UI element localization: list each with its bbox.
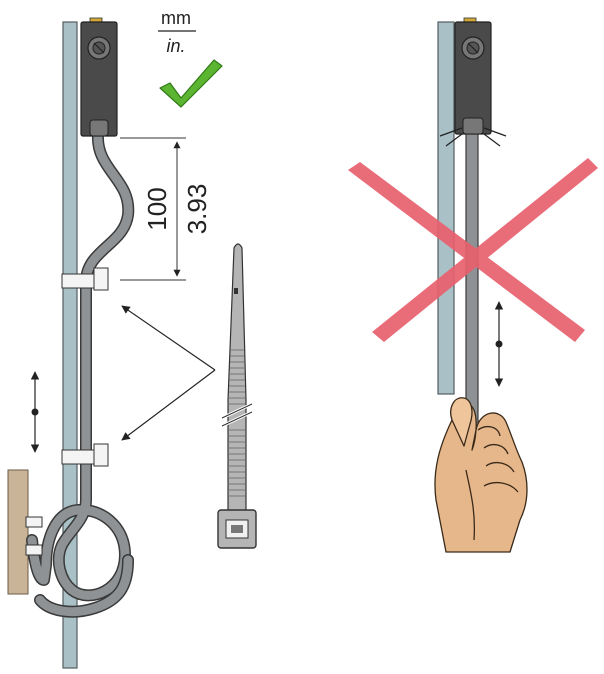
double-arrow-icon xyxy=(30,371,40,453)
upper-cable-tie xyxy=(61,267,109,291)
dimension-in-label: 3.93 xyxy=(182,184,212,235)
unit-mm: mm xyxy=(161,8,191,28)
cable-tie-illustration xyxy=(217,243,257,549)
double-arrow-icon-right xyxy=(494,301,504,387)
cross-icon xyxy=(348,158,598,342)
unit-in: in. xyxy=(166,36,185,56)
callout-arrows xyxy=(121,305,216,441)
cable xyxy=(26,129,135,618)
wall xyxy=(7,469,29,595)
sensor-body xyxy=(80,17,118,137)
sensor-body-right xyxy=(454,17,492,135)
lower-cable-tie xyxy=(61,443,109,467)
stress-lines xyxy=(439,127,507,147)
wall-cable-tie-2 xyxy=(25,544,43,556)
dimension-line xyxy=(120,137,186,281)
dimension-mm-label: 100 xyxy=(142,187,172,230)
check-icon xyxy=(159,59,223,108)
incorrect-installation xyxy=(348,17,598,553)
hand-pulling-cable xyxy=(434,397,528,553)
mounting-rail-right xyxy=(437,21,455,395)
correct-installation: 100 3.93 mm in. xyxy=(7,8,257,669)
wall-cable-tie-1 xyxy=(25,516,43,528)
